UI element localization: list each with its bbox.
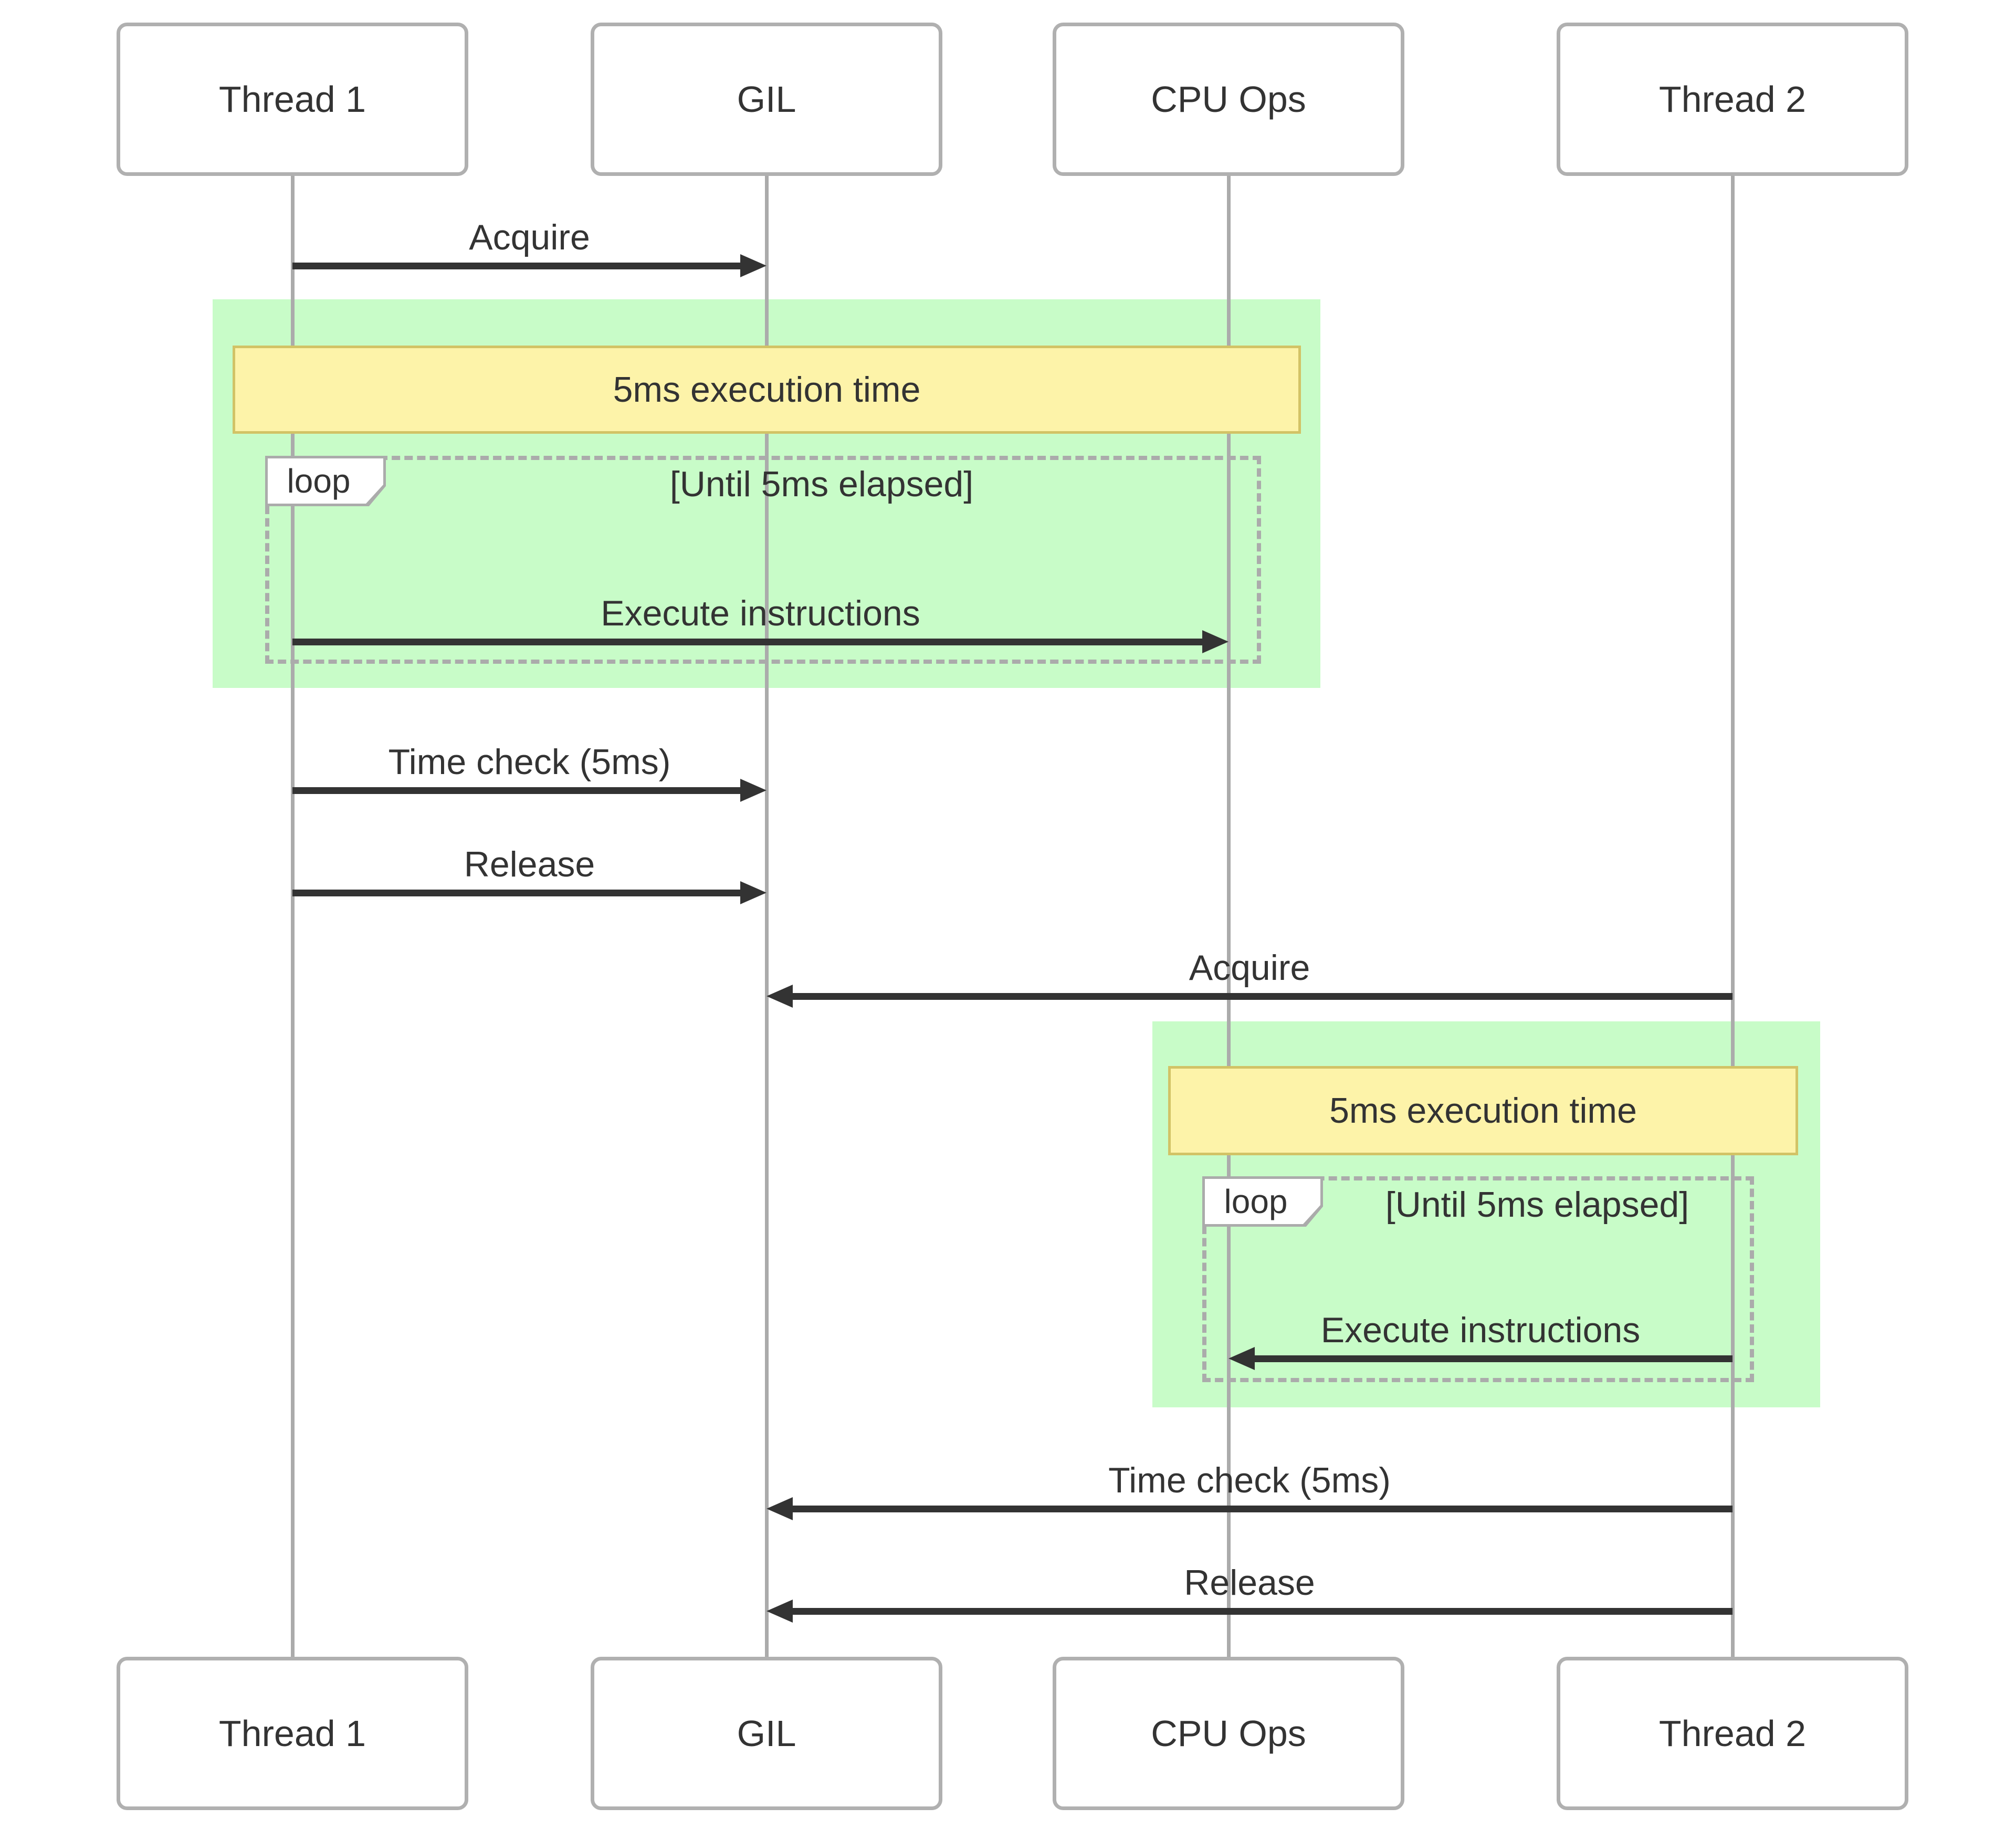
loop-condition-1: [Until 5ms elapsed]: [669, 464, 974, 504]
loop-frame-2: [1202, 1176, 1754, 1382]
arrow-line: [292, 639, 1206, 645]
message-label: Acquire: [1189, 948, 1310, 988]
loop-tab-2: loop: [1202, 1176, 1323, 1227]
lifeline-cpu-ops: [1227, 176, 1231, 1657]
actor-gil-top: GIL: [591, 23, 942, 176]
loop-frame-1: [265, 456, 1261, 664]
message-label: Time check (5ms): [1108, 1460, 1391, 1500]
message-release-1: Release: [292, 845, 766, 904]
loop-tab-label: loop: [268, 458, 383, 504]
actor-gil-bottom: GIL: [591, 1657, 942, 1810]
arrow-line: [789, 1506, 1732, 1512]
message-time-check-2: Time check (5ms): [766, 1461, 1732, 1520]
actor-thread1-bottom: Thread 1: [117, 1657, 468, 1810]
arrow-line: [789, 993, 1732, 1000]
arrowhead-left-icon: [766, 985, 793, 1008]
actor-thread1-top: Thread 1: [117, 23, 468, 176]
message-execute-2: Execute instructions: [1228, 1311, 1732, 1370]
message-label: Execute instructions: [1320, 1310, 1641, 1350]
note-execution-time-2: 5ms execution time: [1168, 1066, 1798, 1155]
loop-tab-label: loop: [1205, 1179, 1320, 1224]
actor-cpu-ops-bottom: CPU Ops: [1053, 1657, 1404, 1810]
message-acquire-1: Acquire: [292, 218, 766, 277]
arrow-line: [292, 263, 744, 269]
message-release-2: Release: [766, 1564, 1732, 1623]
actor-cpu-ops-top: CPU Ops: [1053, 23, 1404, 176]
lifeline-thread1: [291, 176, 295, 1657]
actor-thread2-bottom: Thread 2: [1557, 1657, 1908, 1810]
arrow-line: [292, 787, 744, 794]
message-time-check-1: Time check (5ms): [292, 743, 766, 802]
arrow-line: [292, 890, 744, 896]
lifeline-gil: [765, 176, 769, 1657]
loop-condition-2: [Until 5ms elapsed]: [1385, 1185, 1689, 1225]
message-label: Execute instructions: [601, 593, 920, 633]
lifeline-thread2: [1731, 176, 1735, 1657]
note-execution-time-1: 5ms execution time: [233, 346, 1301, 434]
message-label: Release: [1184, 1563, 1315, 1603]
arrowhead-right-icon: [740, 254, 766, 277]
loop-tab-1: loop: [265, 456, 386, 506]
arrowhead-left-icon: [1228, 1347, 1255, 1370]
actor-thread2-top: Thread 2: [1557, 23, 1908, 176]
arrowhead-right-icon: [740, 881, 766, 904]
message-label: Acquire: [469, 217, 590, 257]
arrowhead-left-icon: [766, 1497, 793, 1520]
message-acquire-2: Acquire: [766, 949, 1732, 1008]
message-execute-1: Execute instructions: [292, 594, 1228, 653]
arrowhead-left-icon: [766, 1600, 793, 1623]
arrowhead-right-icon: [740, 779, 766, 802]
arrowhead-right-icon: [1202, 630, 1228, 653]
message-label: Time check (5ms): [388, 742, 671, 782]
message-label: Release: [464, 844, 595, 884]
arrow-line: [789, 1608, 1732, 1615]
arrow-line: [1251, 1355, 1732, 1362]
